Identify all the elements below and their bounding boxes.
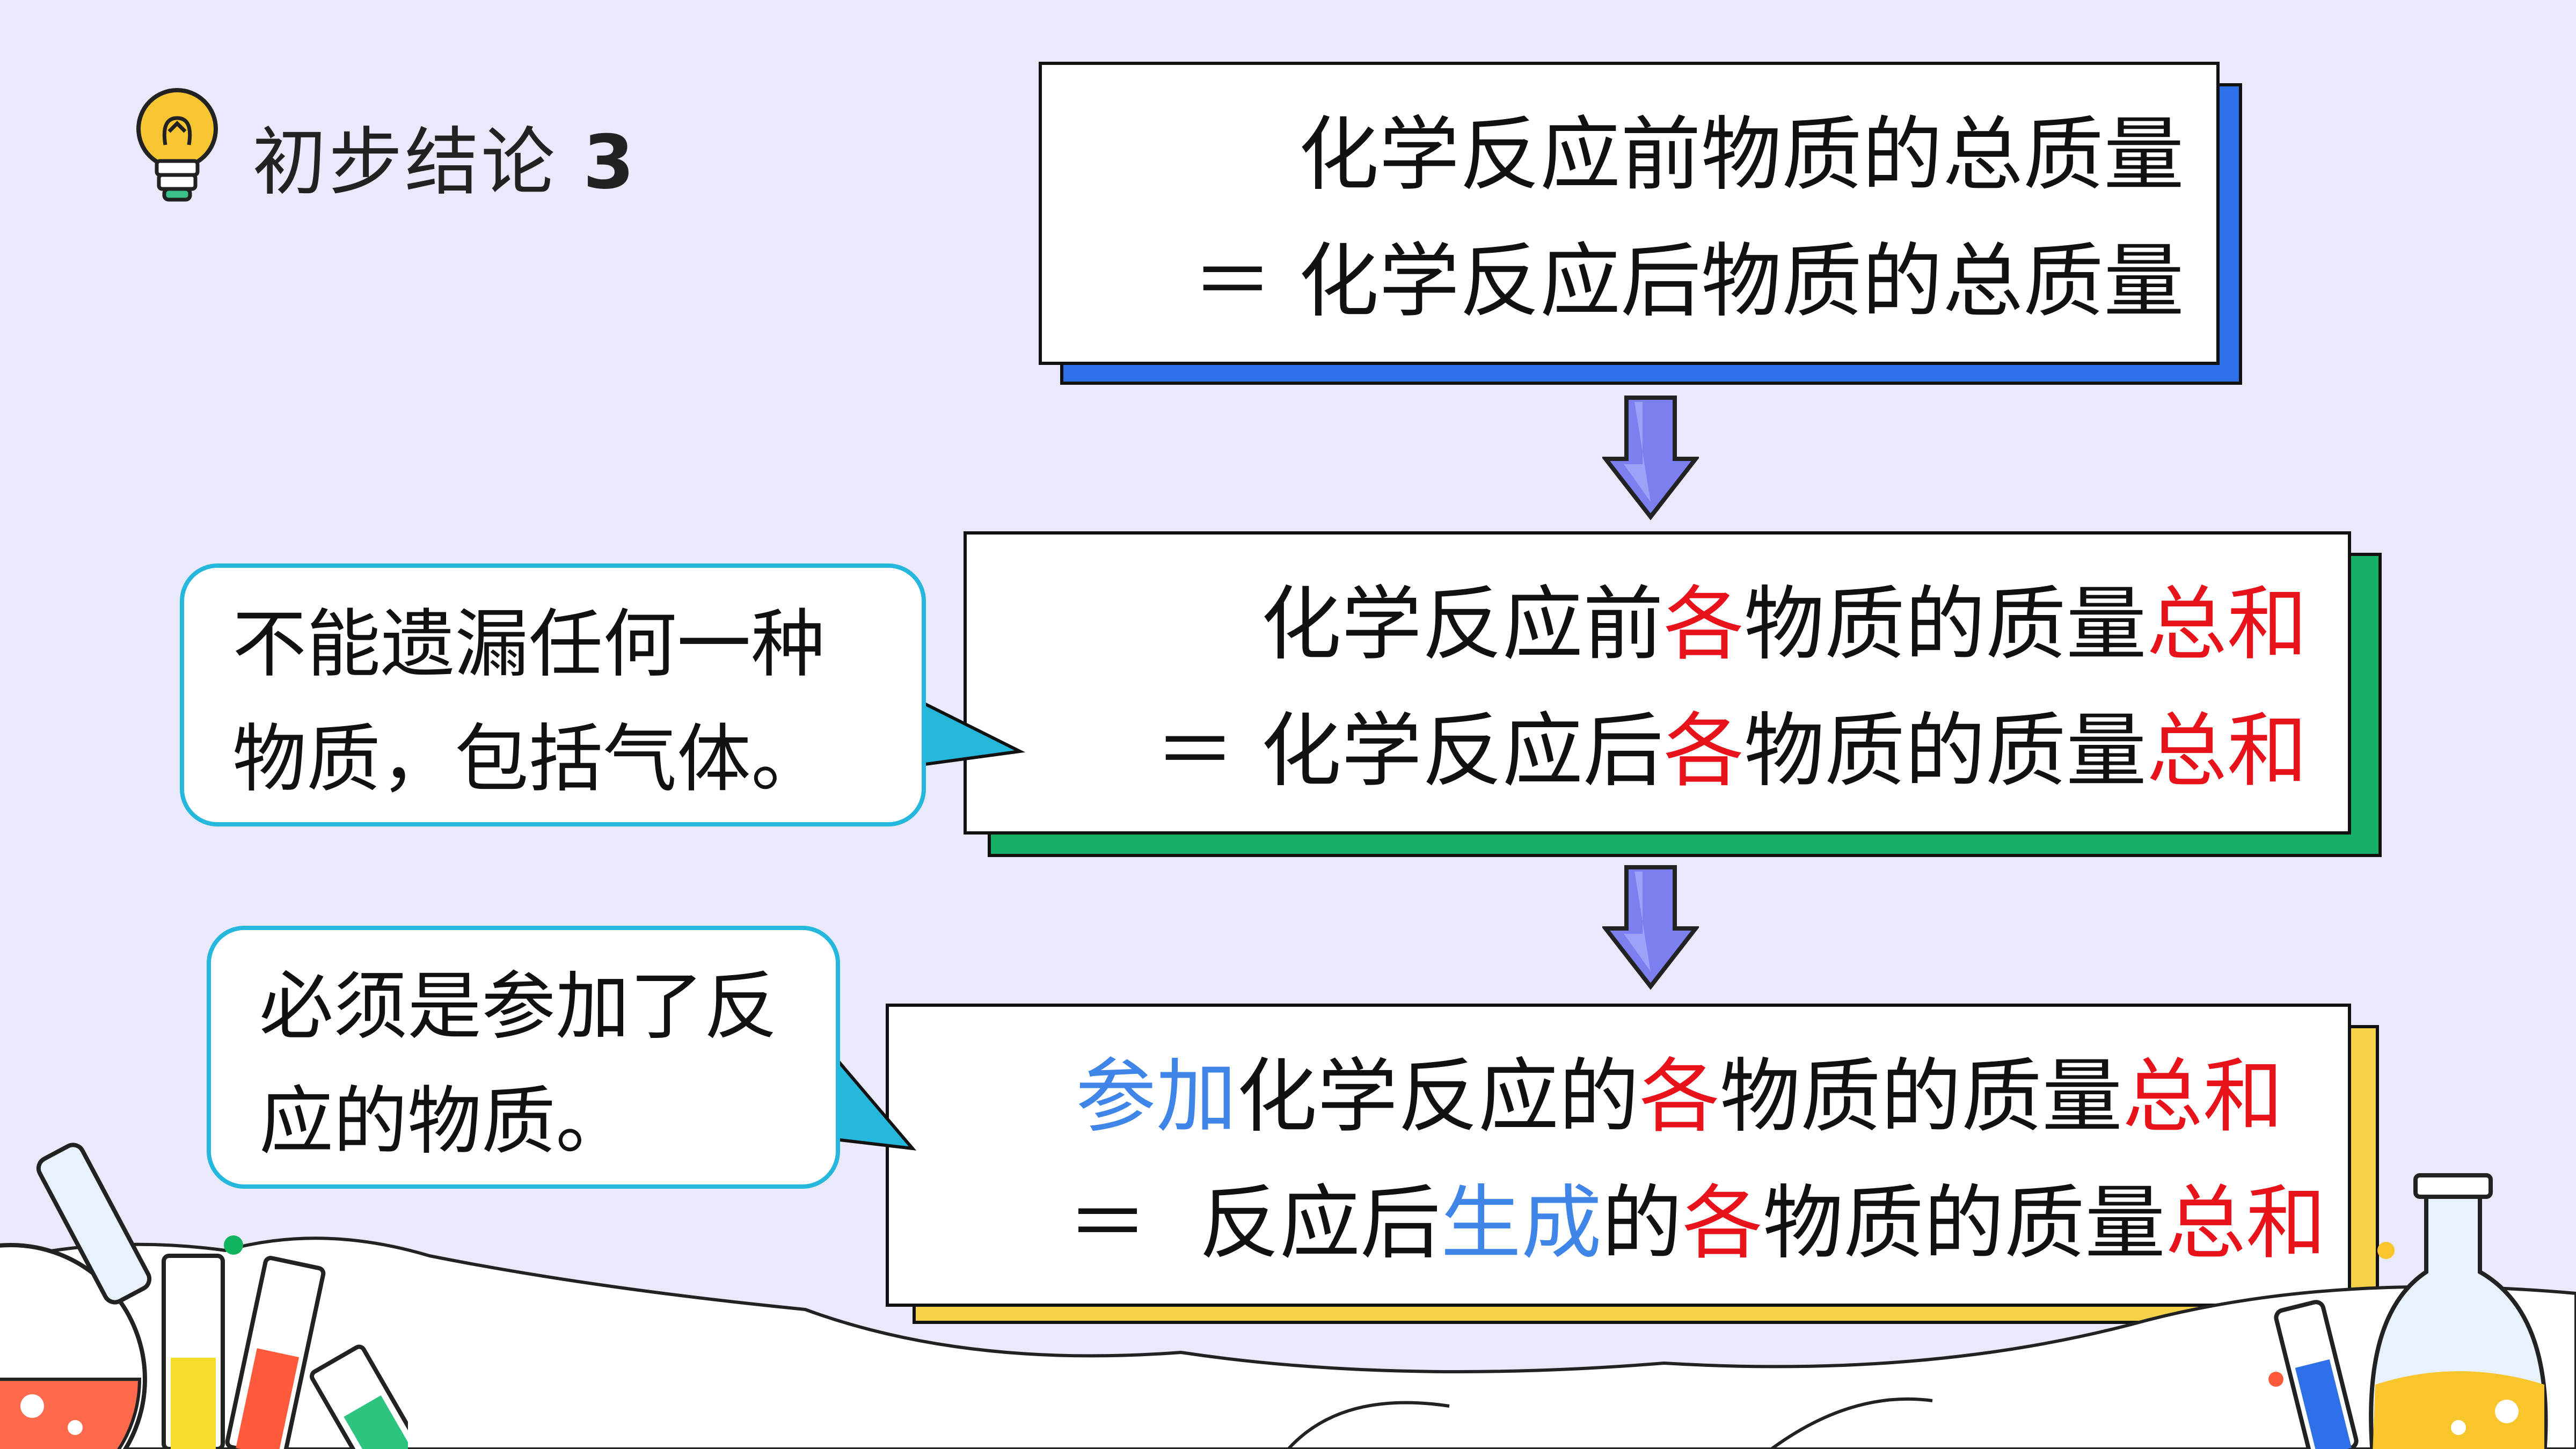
box1-line2: ＝ 化学反应后物质的总质量: [1192, 235, 2184, 328]
bubble2-line2: 应的物质。: [259, 1078, 630, 1165]
down-arrow-icon: [1602, 396, 1699, 521]
conclusion-box-1: 化学反应前物质的总质量 ＝ 化学反应后物质的总质量: [1039, 62, 2220, 365]
box3-line2: ＝ 反应后生成的各物质的质量总和: [1067, 1177, 2326, 1270]
cloud-ground-decoration: [0, 1236, 2576, 1449]
note-bubble-1: 不能遗漏任何一种 物质，包括气体。: [180, 564, 926, 826]
bubble1-line1: 不能遗漏任何一种: [232, 601, 826, 687]
down-arrow-icon: [1602, 865, 1699, 990]
conclusion-box-3: 参加化学反应的各物质的质量总和 ＝ 反应后生成的各物质的质量总和: [886, 1004, 2351, 1307]
box3-line1: 参加化学反应的各物质的质量总和: [1075, 1050, 2283, 1144]
flask-icon: [0, 1143, 408, 1449]
bubble2-line1: 必须是参加了反: [259, 963, 778, 1050]
box2-line2: ＝ 化学反应后各物质的质量总和: [1155, 705, 2308, 798]
bubble1-line2: 物质，包括气体。: [232, 716, 826, 802]
conclusion-box-2: 化学反应前各物质的质量总和 ＝ 化学反应后各物质的质量总和: [964, 531, 2351, 835]
box1-line1: 化学反应前物质的总质量: [1298, 108, 2184, 202]
test-tube-icon: [2268, 1173, 2548, 1449]
note-bubble-2: 必须是参加了反 应的物质。: [207, 926, 840, 1189]
lightbulb-icon: [136, 88, 218, 202]
page-title: 初步结论 3: [252, 119, 637, 206]
box2-line1: 化学反应前各物质的质量总和: [1260, 578, 2308, 671]
